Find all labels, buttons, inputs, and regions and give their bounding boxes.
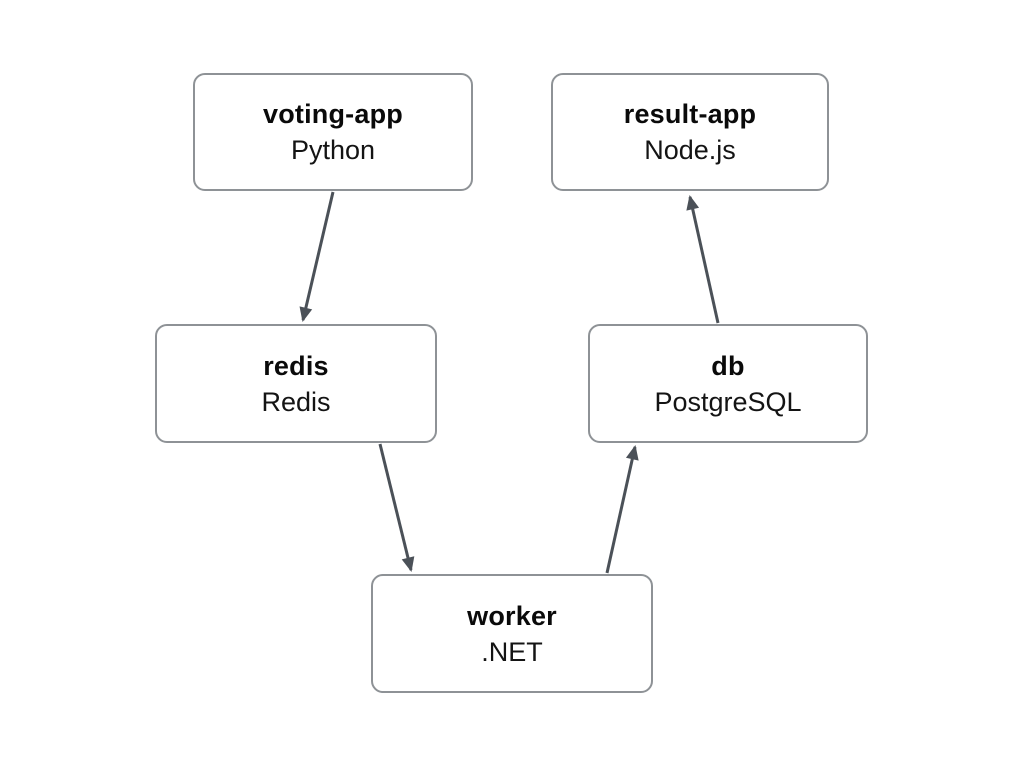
- edge-db-to-result-app: [686, 195, 720, 324]
- edge-voting-app-to-redis: [299, 191, 335, 322]
- node-title-result-app: result-app: [623, 99, 757, 129]
- edge-redis-to-worker: [378, 443, 415, 572]
- node-worker: worker .NET: [371, 574, 653, 693]
- edge-worker-to-db: [605, 445, 639, 574]
- node-title-db: db: [711, 350, 745, 381]
- node-subtitle-db: PostgreSQL: [654, 386, 802, 417]
- node-title-voting-app: voting-app: [263, 99, 403, 129]
- node-subtitle-worker: .NET: [481, 636, 543, 667]
- node-title-worker: worker: [467, 600, 557, 631]
- node-subtitle-voting-app: Python: [290, 135, 376, 165]
- node-subtitle-result-app: Node.js: [644, 135, 736, 165]
- node-subtitle-redis: Redis: [261, 386, 331, 417]
- node-title-redis: redis: [263, 350, 329, 381]
